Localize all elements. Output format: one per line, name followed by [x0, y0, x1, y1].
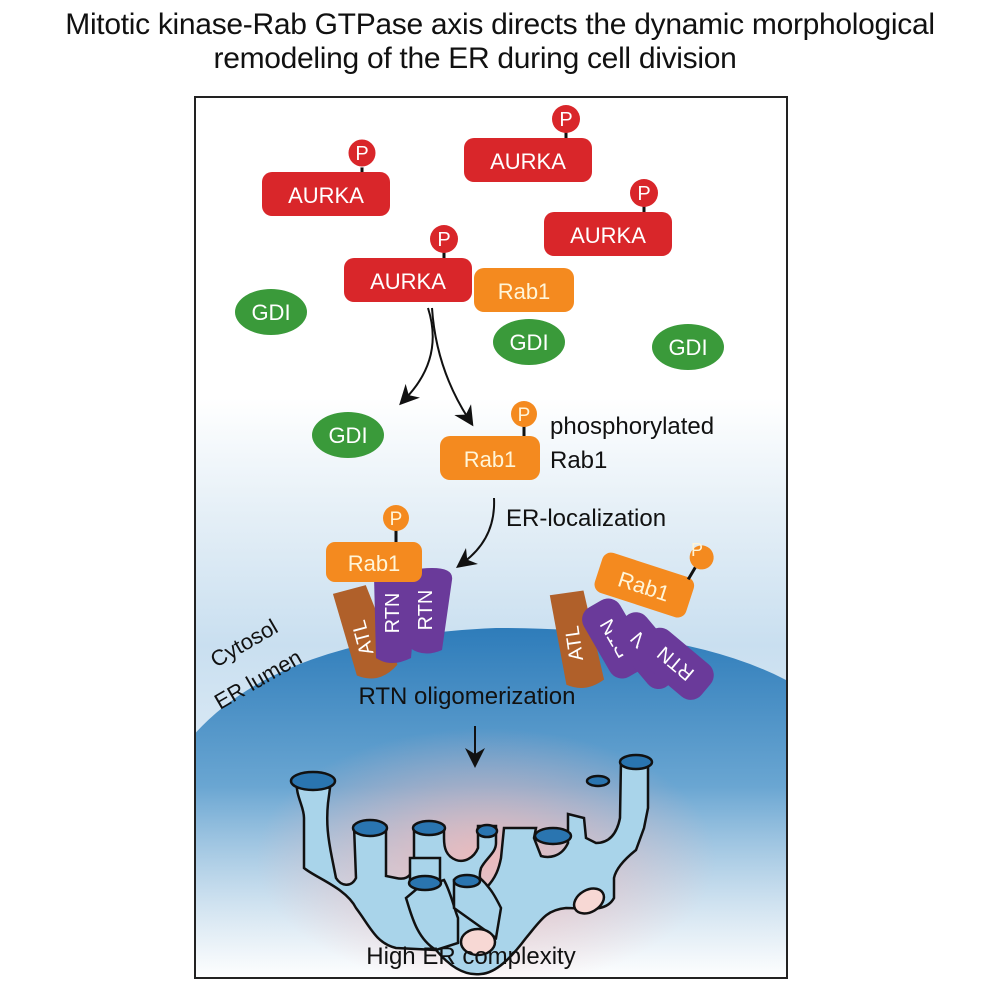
arrow-to-rab1	[431, 307, 474, 427]
phospho-icon	[630, 179, 658, 207]
atl-label: ATL	[561, 624, 588, 662]
figure-title-line2: remodeling of the ER during cell divisio…	[213, 42, 737, 75]
tubule-end	[289, 770, 337, 792]
gdi-label: GDI	[328, 423, 367, 448]
aurka-complex-3: P AURKA	[544, 179, 672, 256]
rab1-label: Rab1	[498, 279, 551, 304]
tubule-end	[533, 826, 573, 846]
aurka-complex-2: P AURKA	[464, 105, 592, 182]
er-localization-label: ER-localization	[506, 505, 666, 532]
aurka-label: AURKA	[370, 269, 446, 294]
tubule-end	[618, 753, 654, 771]
gdi-2: GDI	[493, 319, 565, 365]
rtn-oligomerization-label: RTN oligomerization	[359, 683, 576, 710]
aurka-box	[464, 138, 592, 182]
rtn-label: RTN	[415, 590, 437, 631]
phosphorylated-rab1: P Rab1	[440, 401, 540, 480]
figure-title-line1: Mitotic kinase-Rab GTPase axis directs t…	[65, 8, 935, 41]
rab1-box	[594, 552, 695, 618]
arrow-to-gdi	[399, 307, 434, 406]
rab1-box	[326, 542, 422, 582]
rtn-label: RTN	[382, 593, 404, 634]
aurka-box	[344, 258, 472, 302]
rtn-protein	[636, 627, 714, 700]
phosphorylated-label: phosphorylated	[550, 413, 714, 440]
phospho-icon	[552, 105, 580, 133]
phospho-icon	[511, 401, 537, 427]
er-complex-left: P ATL RTN RTN Rab1	[326, 505, 453, 679]
rab1-box	[474, 268, 574, 312]
gdi-label: GDI	[251, 300, 290, 325]
rtn-protein	[374, 568, 418, 663]
phospho-label: P	[691, 540, 703, 560]
phospho-label: P	[637, 183, 650, 205]
diagram-canvas: P AURKA P AURKA P AURKA P AURKA Rab1 GDI…	[196, 98, 786, 977]
tubule-end	[411, 819, 447, 837]
network-hole	[572, 887, 606, 915]
er-complex-right: ATL RTN RTN RTN Rab1 P	[549, 540, 714, 700]
rab1-label: Rab1	[464, 447, 517, 472]
tubule-end	[475, 823, 499, 839]
high-er-complexity-label: High ER complexity	[366, 943, 575, 970]
phospho-icon	[430, 225, 458, 253]
aurka-label: AURKA	[490, 149, 566, 174]
phospho-icon	[383, 505, 409, 531]
network-hole	[459, 927, 497, 957]
phospho-label: P	[390, 509, 403, 530]
tubule-end	[351, 818, 389, 838]
rtn-protein	[410, 568, 453, 654]
gdi-label: GDI	[509, 330, 548, 355]
phospho-icon	[689, 545, 714, 570]
aurka-label: AURKA	[570, 223, 646, 248]
aurka-box	[544, 212, 672, 256]
phospho-label: P	[437, 229, 450, 251]
aurka-label: AURKA	[288, 183, 364, 208]
gdi-3: GDI	[652, 324, 724, 370]
phospho-label: P	[559, 109, 572, 131]
rab1-label: Rab1	[348, 551, 401, 576]
gdi-label: GDI	[668, 335, 707, 360]
gdi-1: GDI	[235, 289, 307, 335]
rab1-box	[440, 436, 540, 480]
aurka-box	[262, 172, 390, 216]
aurka-rab1-complex: P AURKA Rab1	[344, 225, 574, 312]
tubule-end	[452, 873, 482, 889]
er-localization-arrow	[456, 497, 496, 569]
diagram-panel: P AURKA P AURKA P AURKA P AURKA Rab1 GDI…	[194, 96, 788, 979]
rab1-caption: Rab1	[550, 447, 607, 474]
phospho-label: P	[518, 405, 531, 426]
phospho-label: P	[355, 143, 368, 165]
gdi-4: GDI	[312, 412, 384, 458]
tubule-end	[407, 874, 443, 892]
er-tubular-network	[289, 753, 654, 976]
phospho-icon	[347, 138, 377, 168]
tubule-end	[585, 774, 611, 788]
atl-protein	[549, 590, 605, 688]
aurka-complex-1: P AURKA	[262, 138, 390, 216]
